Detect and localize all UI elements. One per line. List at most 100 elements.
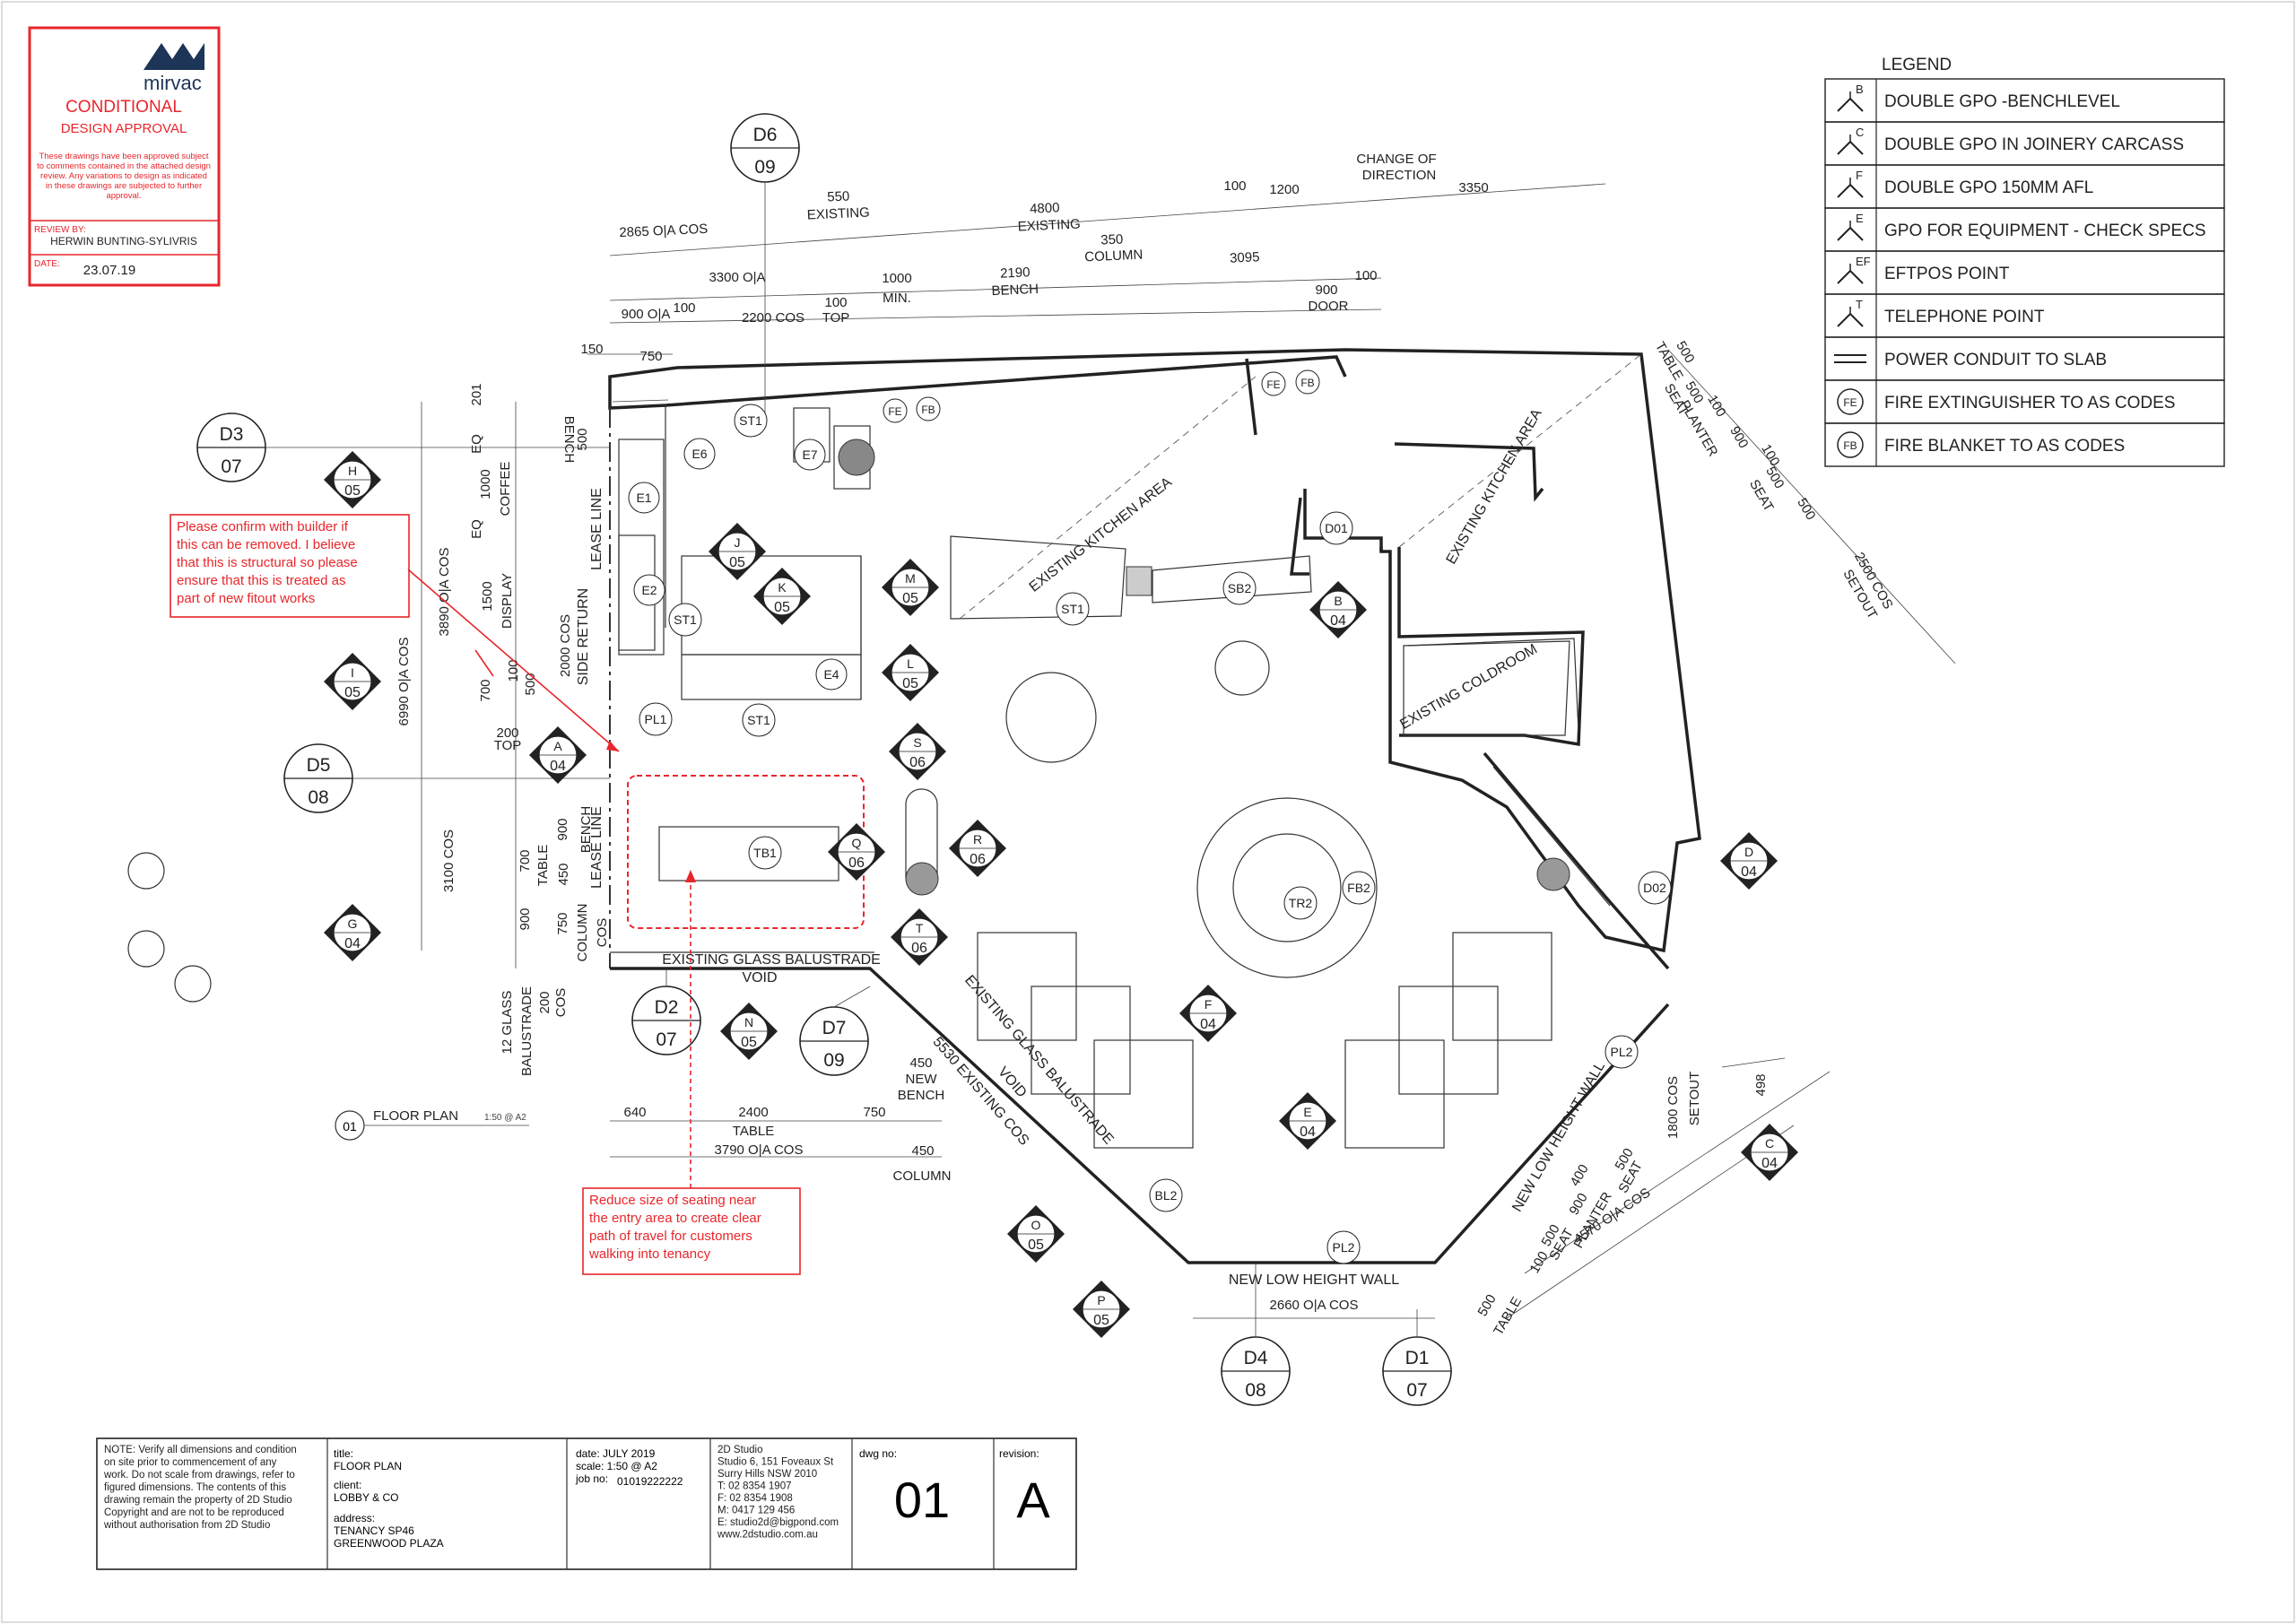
dimension-text: 750 xyxy=(555,912,570,934)
dimension-text: 750 xyxy=(639,349,662,364)
item-tag-label: FB xyxy=(1300,377,1314,389)
item-tag-label: ST1 xyxy=(739,413,762,428)
item-tag-label: D01 xyxy=(1325,521,1348,535)
legend-row: POWER CONDUIT TO SLAB xyxy=(1824,336,2225,381)
elevation-sheet: 05 xyxy=(902,591,918,606)
comment-line: ensure that this is treated as xyxy=(177,573,345,588)
dimension-text: 500 xyxy=(1794,496,1818,523)
legend-symbol-icon: F xyxy=(1837,169,1864,198)
elevation-id: O xyxy=(1031,1218,1041,1232)
dimension-text: 2000 COS xyxy=(558,614,573,677)
item-tag: TR2 xyxy=(1283,886,1318,920)
elevation-id: G xyxy=(348,916,358,931)
dimension-text: COFFEE xyxy=(498,462,513,517)
elevation-marker: C04 xyxy=(1741,1124,1798,1181)
dimension-text: BENCH xyxy=(578,806,594,854)
elevation-sheet: 05 xyxy=(1093,1313,1109,1328)
room-label: LEASE LINE xyxy=(589,806,604,889)
tb-note-line: drawing remain the property of 2D Studio xyxy=(104,1495,292,1506)
item-tag: FE xyxy=(883,398,908,423)
stamp-subtitle: DESIGN APPROVAL xyxy=(61,121,187,136)
comment-line: Please confirm with builder if xyxy=(177,519,349,534)
tb-title-label: title: xyxy=(334,1447,353,1460)
item-tag: FB xyxy=(916,396,941,421)
elevation-sheet: 06 xyxy=(970,852,986,867)
dimension-text: CHANGE OF xyxy=(1356,152,1436,167)
dimension-text: 3100 COS xyxy=(441,829,457,892)
dimension-text: 900 xyxy=(1726,424,1751,451)
dimension-text: DISPLAY xyxy=(500,573,515,629)
elevation-sheet: 04 xyxy=(1741,864,1757,880)
item-tag-label: BL2 xyxy=(1155,1188,1178,1203)
item-tag-label: ST1 xyxy=(1061,602,1084,616)
legend-label: POWER CONDUIT TO SLAB xyxy=(1884,351,2107,369)
item-tag-label: TB1 xyxy=(753,846,777,860)
plan-title-text: FLOOR PLAN xyxy=(373,1108,458,1124)
elevation-sheet: 04 xyxy=(1200,1017,1216,1032)
dimension-text: DIRECTION xyxy=(1362,168,1437,183)
dimension-text: 3300 O|A xyxy=(709,270,765,285)
tb-client: LOBBY & CO xyxy=(334,1491,398,1504)
dimension-text: 2865 O|A COS xyxy=(619,221,709,240)
stamp-note-line: approval. xyxy=(106,191,141,201)
elevation-marker: H05 xyxy=(324,451,381,508)
legend-symbol-letter: E xyxy=(1856,212,1864,225)
dimension-text: EQ xyxy=(469,519,484,539)
callout-id: D6 xyxy=(753,125,778,145)
legend-symbol-letter: EF xyxy=(1856,255,1871,268)
legend-label: FIRE BLANKET TO AS CODES xyxy=(1884,437,2125,456)
dimension-text: 201 xyxy=(469,383,484,405)
tb-date: date: JULY 2019 xyxy=(576,1447,656,1460)
legend-row: FB FIRE BLANKET TO AS CODES xyxy=(1824,422,2225,467)
elevation-marker: G04 xyxy=(324,904,381,961)
room-label: LEASE LINE xyxy=(589,488,604,570)
dimension-text: 2200 COS xyxy=(742,310,804,326)
elevation-sheet: 05 xyxy=(344,685,361,700)
elevation-sheet: 04 xyxy=(1300,1125,1316,1140)
item-tag: E7 xyxy=(794,439,826,471)
dimension-text: COS xyxy=(553,988,569,1018)
dimension-text: 450 xyxy=(911,1143,934,1159)
tb-studio-line: www.2dstudio.com.au xyxy=(717,1530,818,1541)
elevation-sheet: 06 xyxy=(909,755,926,770)
callout-sheet: 07 xyxy=(656,1029,676,1050)
dimension-text: 1500 xyxy=(480,581,495,611)
title-block: NOTE: Verify all dimensions and conditio… xyxy=(96,1437,1077,1570)
elevation-id: M xyxy=(905,571,916,586)
elevation-marker: Q06 xyxy=(828,823,885,881)
item-tag-label: ST1 xyxy=(674,612,697,627)
dimension-text: 3890 O|A COS xyxy=(437,548,452,637)
room-label: EXISTING COLDROOM xyxy=(1397,641,1540,732)
elevation-id: T xyxy=(916,921,924,935)
tb-scale: scale: 1:50 @ A2 xyxy=(576,1460,657,1472)
elevation-marker: S06 xyxy=(889,723,946,780)
tb-studio-line: E: studio2d@bigpond.com xyxy=(718,1517,839,1528)
elevation-id: N xyxy=(744,1015,753,1029)
item-tag-label: FB xyxy=(921,404,935,416)
dimension-text: COLUMN xyxy=(892,1168,951,1184)
dimension-text: 100 xyxy=(1704,393,1728,420)
plan-title-number: 01 xyxy=(343,1119,357,1133)
stamp-note-line: to comments contained in the attached de… xyxy=(37,161,211,171)
tb-dwg-label: dwg no: xyxy=(859,1447,897,1460)
stamp-note: These drawings have been approved subjec… xyxy=(37,152,211,201)
room-label: SIDE RETURN xyxy=(576,588,591,685)
dimension-text: 350 xyxy=(1100,231,1124,248)
comment-line: walking into tenancy xyxy=(588,1246,711,1262)
elevation-sheet: 04 xyxy=(1330,613,1346,629)
elevation-id: Q xyxy=(852,836,862,850)
elevation-marker: I05 xyxy=(324,653,381,710)
legend-symbol-icon: FB xyxy=(1837,431,1864,458)
stamp-reviewer: HERWIN BUNTING-SYLIVRIS xyxy=(50,235,197,248)
elevation-sheet: 05 xyxy=(729,555,745,570)
dimension-text: 700 xyxy=(517,849,533,872)
dimension-text: SETOUT xyxy=(1687,1072,1702,1126)
dimension-text: COLUMN xyxy=(1084,248,1144,265)
legend-symbol-letter: F xyxy=(1856,169,1863,182)
dimension-text: 100 xyxy=(1758,442,1782,469)
elevation-marker: O05 xyxy=(1007,1205,1065,1263)
comment-line: the entry area to create clear xyxy=(589,1211,761,1226)
